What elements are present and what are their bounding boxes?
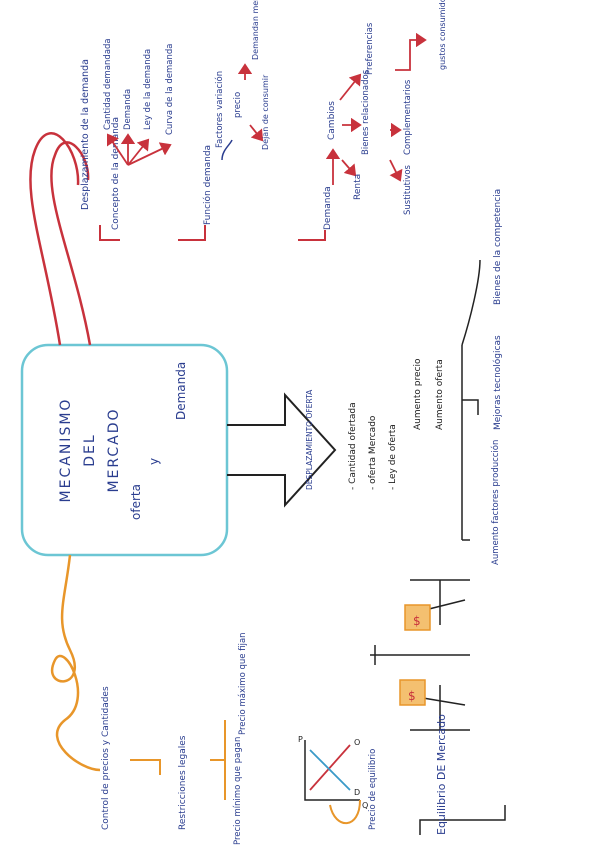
graph-label-o: O <box>354 738 360 747</box>
precio-equilibrio-label: Precio de equilibrio <box>368 749 378 830</box>
desplazamiento-demanda-label: Desplazamiento de la demanda <box>80 59 91 210</box>
aumento-precio-label: Aumento precio <box>413 358 423 430</box>
concepto-child-1: Cantidad demandada <box>103 38 113 130</box>
graph-label-p: P <box>298 735 303 744</box>
equilibrio-bracket <box>419 805 506 835</box>
bienes-competencia-label: Bienes de la competencia <box>493 189 503 305</box>
control-precios-label: Control de precios y Cantidades <box>101 686 111 830</box>
orange-control-to-restricciones <box>130 759 161 775</box>
concepto-child-3: Ley de la demanda <box>143 49 153 130</box>
graph-demand-line <box>309 749 351 791</box>
precio-maximo-label: Precio máximo que fijan <box>238 632 248 735</box>
center-title-3: MERCADO <box>106 407 122 492</box>
bienes-to-sustitutivos-arrow <box>389 159 403 182</box>
cambios-to-renta-arrow <box>341 159 357 177</box>
gustos-consumidores-label: gustos consumidores <box>438 0 447 70</box>
graph-label-q: Q <box>362 801 368 810</box>
precio-to-dejan-arrow <box>249 124 264 142</box>
graph-label-d: D <box>354 788 360 797</box>
balance-scale-icon <box>370 579 470 731</box>
concepto-arrow-4 <box>127 142 172 166</box>
demandan-menos-label: Demandan menos unidades <box>251 0 260 60</box>
preferencias-label: Preferencias <box>365 22 375 75</box>
funcion-connector <box>221 139 233 161</box>
scale-right-symbol: $ <box>408 689 416 703</box>
complementarios-label: Complementarios <box>403 79 413 155</box>
graph-axes <box>304 740 360 801</box>
orange-loop-connector <box>51 554 101 772</box>
restricciones-legales-label: Restricciones legales <box>178 735 188 830</box>
cambios-label: Cambios <box>327 101 337 140</box>
red-bracket-concepto <box>99 225 120 241</box>
center-sub-oferta: oferta <box>129 484 143 520</box>
red-bracket-demanda <box>298 230 326 241</box>
aumento-oferta-label: Aumento oferta <box>435 359 445 430</box>
cambios-to-preferencias-arrow <box>339 73 362 101</box>
equilibrio-mercado-label: Equilibrio DE Mercado <box>435 714 448 835</box>
graph-supply-line <box>309 744 351 791</box>
concepto-child-4: Curva de la demanda <box>165 44 175 135</box>
orange-equilibrio-curve <box>329 799 361 825</box>
concepto-arrow-3 <box>127 138 150 166</box>
scale-left-symbol: $ <box>413 614 421 628</box>
center-title-1: MECANISMO <box>58 398 74 503</box>
red-connector-inner <box>50 141 92 346</box>
aumento-factores-label: Aumento factores producción <box>490 440 501 565</box>
center-title-2: DEL <box>82 433 98 466</box>
red-bracket-funcion <box>178 225 206 241</box>
oferta-to-competencia <box>461 259 481 346</box>
oferta-item-3: - Ley de oferta <box>388 424 398 490</box>
funcion-demanda-label: Función demanda <box>202 145 213 225</box>
center-sub-demanda: Demanda <box>174 362 188 420</box>
center-sub-y: y <box>147 458 161 465</box>
mejoras-tecnologicas-label: Mejoras tecnológicas <box>492 335 503 430</box>
oferta-item-1: - Cantidad ofertada <box>348 402 358 490</box>
factores-variacion-label: Factores variación <box>214 71 225 148</box>
precio-minimo-label: Precio mínimo que pagan <box>233 737 243 845</box>
oferta-arrow-shape <box>227 392 337 508</box>
desplazamiento-oferta-label: DESPLAZAMIENTO OFERTA <box>305 389 314 490</box>
central-box <box>20 343 229 557</box>
sustitutivos-label: Sustitutivos <box>403 164 413 215</box>
red-connector-outer <box>29 132 80 346</box>
preferencias-to-gustos-connector <box>395 32 427 71</box>
renta-label: Renta <box>353 174 363 200</box>
bienes-relacionados-label: Bienes relacionados <box>361 69 371 155</box>
concepto-demanda-label: Concepto de la demanda <box>111 117 121 230</box>
demanda-cambios-label: Demanda <box>323 186 333 230</box>
concepto-child-2: Demanda <box>123 89 133 130</box>
oferta-to-mejoras <box>462 399 479 415</box>
precio-label: precio <box>233 92 243 118</box>
oferta-item-2: - oferta Mercado <box>368 415 378 490</box>
dejan-consumir-label: Dejan de consumir <box>261 74 270 150</box>
concepto-arrow-1 <box>107 133 129 166</box>
orange-restricciones-bracket <box>210 720 226 800</box>
equilibrium-graph: O D P Q <box>298 735 368 810</box>
